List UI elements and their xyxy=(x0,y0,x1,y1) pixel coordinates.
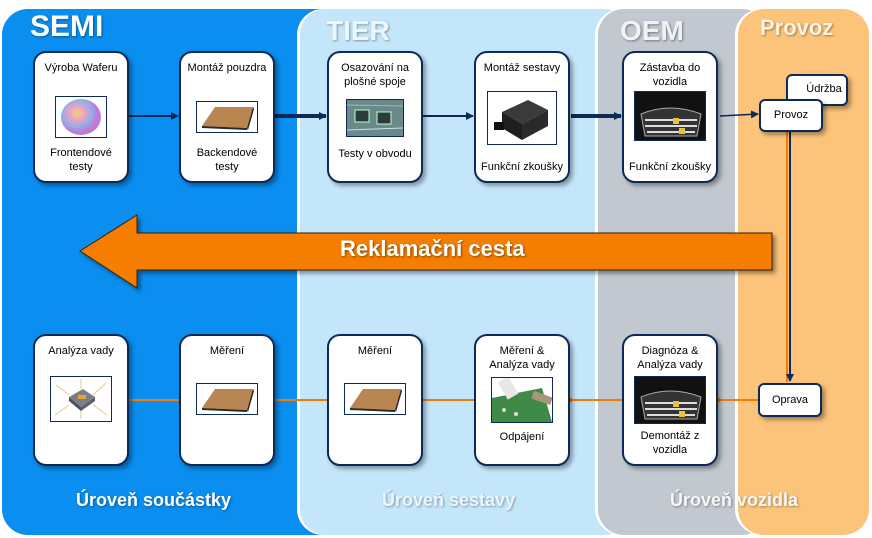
step-module-assembly: Montáž sestavy Funkční zkoušky xyxy=(474,51,570,183)
arrow-vehicle-to-provoz xyxy=(719,110,759,119)
step-title: Měření & Analýza vady xyxy=(489,345,555,371)
step-test: Funkční zkoušky xyxy=(629,161,711,173)
lane-title-tier: TIER xyxy=(326,15,390,46)
step-title: Měření xyxy=(209,345,245,357)
chip-package-icon xyxy=(196,101,258,133)
step-title: Zástavba do vozidla xyxy=(639,62,701,88)
step-failure-analysis-semi: Analýza vady xyxy=(33,334,129,466)
wafer-icon xyxy=(55,96,107,138)
step-title: Montáž sestavy xyxy=(483,62,561,74)
step-measurement-tier: Měření xyxy=(327,334,423,466)
step-package-assembly: Montáž pouzdra Backendové testy xyxy=(179,51,275,183)
level-label-vehicle: Úroveň vozidla xyxy=(670,490,799,510)
pcb-icon xyxy=(346,99,404,137)
module-housing-icon xyxy=(487,91,557,145)
step-test: Funkční zkoušky xyxy=(481,161,563,173)
step-test: Frontendové testy xyxy=(50,147,112,173)
lane-title-oem: OEM xyxy=(620,15,684,46)
maintenance-label: Údržba xyxy=(806,83,842,95)
operation-box: Provoz xyxy=(759,99,823,132)
cpu-chip-icon xyxy=(50,376,112,422)
level-label-component: Úroveň součástky xyxy=(76,490,232,510)
lane-title-semi: SEMI xyxy=(30,10,104,43)
complaint-path-arrow xyxy=(79,214,773,289)
step-title: Výroba Waferu xyxy=(44,62,118,74)
step-diagnosis-oem: Diagnóza & Analýza vady Demontáž z vozid… xyxy=(622,334,718,466)
step-wafer-production: Výroba Waferu Frontendové testy xyxy=(33,51,129,183)
step-vehicle-installation: Zástavba do vozidla Funkční zkoušky xyxy=(622,51,718,183)
car-grille-icon xyxy=(634,376,706,424)
step-note: Demontáž z vozidla xyxy=(640,430,700,456)
chip-package-icon xyxy=(196,383,258,415)
step-test: Testy v obvodu xyxy=(338,148,412,160)
step-title: Měření xyxy=(357,345,393,357)
repair-box: Oprava xyxy=(758,383,822,417)
level-label-assembly: Úroveň sestavy xyxy=(382,490,516,510)
step-title: Montáž pouzdra xyxy=(187,62,267,74)
car-grille-icon xyxy=(634,91,706,141)
step-title: Osazování na plošné spoje xyxy=(341,62,409,88)
complaint-path-label: Reklamační cesta xyxy=(340,236,525,261)
chip-package-icon xyxy=(344,383,406,415)
step-test: Backendové testy xyxy=(196,147,258,173)
step-note: Odpájení xyxy=(499,431,545,443)
step-measurement-semi: Měření xyxy=(179,334,275,466)
operation-label: Provoz xyxy=(773,109,809,121)
lane-title-provoz: Provoz xyxy=(760,15,834,40)
step-pcb-assembly: Osazování na plošné spoje Testy v obvodu xyxy=(327,51,423,183)
repair-label: Oprava xyxy=(771,394,809,406)
step-title: Analýza vady xyxy=(48,345,114,357)
step-measurement-analysis-tier: Měření & Analýza vady Odpájení xyxy=(474,334,570,466)
step-title: Diagnóza & Analýza vady xyxy=(637,345,703,371)
soldering-icon xyxy=(491,377,553,423)
